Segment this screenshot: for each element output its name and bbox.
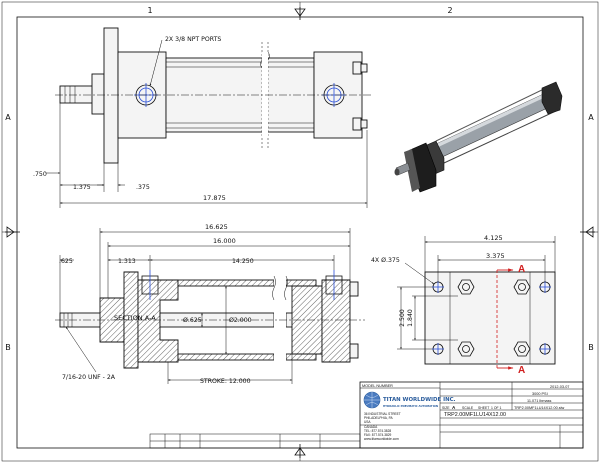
drawing-date: 2012-03-07 [550, 385, 569, 389]
section-mark-bottom: A [518, 365, 525, 376]
section-label: SECTION A-A [114, 314, 156, 322]
port-note: 2X 3/8 NPT PORTS [165, 36, 221, 43]
cylinder-side-view: 2X 3/8 NPT PORTS .750 1.375 .375 17.875 [33, 27, 372, 208]
address-line-3: USA [364, 420, 371, 424]
dim-4125: 4.125 [484, 234, 503, 242]
zone-label-right-a: A [588, 113, 594, 122]
dim-3375: 3.375 [486, 252, 505, 260]
dim-1840: 1.840 [407, 309, 414, 327]
address-line-4: CANADA [364, 425, 378, 429]
zone-label-left-a: A [5, 113, 11, 122]
scale-label: SCALE [462, 406, 474, 410]
tie-rod-nut-bl [457, 341, 475, 357]
address-line-7: www.titanworldwide.com [364, 437, 399, 441]
rod-gland [91, 73, 105, 115]
dia-2000: Ø2.000 [229, 316, 252, 324]
address-line-1: 36 INDUSTRIAL STREET [364, 412, 401, 416]
section-mark-top: A [518, 264, 525, 275]
dia-625: Ø.625 [183, 316, 202, 324]
dim-14250: 14.250 [232, 258, 254, 265]
dim-2500: 2.500 [399, 309, 406, 327]
centering-mark-right [580, 226, 595, 238]
company-tag: HYDRAULIC PNEUMATIC AUTOMATION [383, 404, 438, 408]
tie-rod-nut-tl [457, 279, 475, 295]
size-value: A [452, 405, 456, 410]
company-logo: TITAN WORLDWIDE INC. HYDRAULIC PNEUMATIC… [363, 391, 456, 409]
operating-pressure: 3000 PSI [532, 392, 548, 396]
zone-label-top-1: 1 [147, 6, 152, 15]
dim-1313: 1.313 [118, 258, 136, 265]
centering-mark-bottom [294, 444, 306, 458]
title-block: MODEL NUMBER TITAN WORLDWIDE INC. HYDRAU… [359, 381, 584, 449]
dim-750: .750 [33, 171, 47, 178]
dim-1375: 1.375 [73, 184, 91, 191]
cylinder-weight: 11.071 lbmass [527, 399, 552, 403]
cylinder-isometric-view [394, 81, 563, 193]
section-cut-line [496, 268, 514, 370]
cylinder-section-view: Ø.625 Ø2.000 SECTION A-A 16.625 16.000 .… [55, 223, 365, 385]
tie-rod-nuts [352, 61, 368, 131]
holes-note: 4X Ø.375 [371, 256, 400, 264]
tie-rod-nut-br [513, 341, 531, 357]
address-line-6: FAX: 877.574.3829 [364, 433, 392, 437]
centering-mark-top [294, 7, 306, 20]
dim-16625: 16.625 [205, 223, 228, 231]
end-flange-outline [424, 271, 556, 365]
thread-note: 7/16-20 UNF - 2A [62, 374, 116, 381]
zone-label-right-b: B [588, 343, 594, 352]
stroke-note: STROKE: 12.000 [200, 378, 251, 385]
dim-17875: 17.875 [203, 194, 226, 202]
size-label: SIZE [442, 406, 450, 410]
drawing-number: TRP2.00MF1LU14X12.00 [444, 412, 506, 418]
section-cap [321, 279, 351, 363]
drawing-file: TRP2.00MF1LU14X12.00.slw [514, 406, 564, 410]
model-number-label: MODEL NUMBER [362, 384, 393, 388]
section-head [137, 279, 179, 363]
company-name: TITAN WORLDWIDE INC. [383, 397, 456, 403]
tie-rod-nut-tr [513, 279, 531, 295]
cylinder-end-view: A A 4.125 3.375 4X Ø.375 2.500 1.840 [371, 234, 556, 376]
mounting-hole-br [539, 343, 551, 355]
dim-16000: 16.000 [213, 237, 236, 245]
address-line-5: TEL: 877.574.3828 [364, 429, 391, 433]
mounting-hole-bl [432, 343, 444, 355]
sheet-label: SHEET [478, 406, 489, 410]
centering-mark-left [5, 226, 20, 238]
zone-label-left-b: B [5, 343, 11, 352]
dim-375: .375 [136, 184, 150, 191]
dim-625: .625 [59, 258, 73, 265]
zone-label-top-2: 2 [447, 6, 452, 15]
sheet-value: 1 OF 1 [491, 406, 501, 410]
address-line-2: PHILADELPHIA, PA [364, 416, 394, 420]
mounting-flange [103, 27, 119, 164]
revision-strip [149, 433, 361, 449]
